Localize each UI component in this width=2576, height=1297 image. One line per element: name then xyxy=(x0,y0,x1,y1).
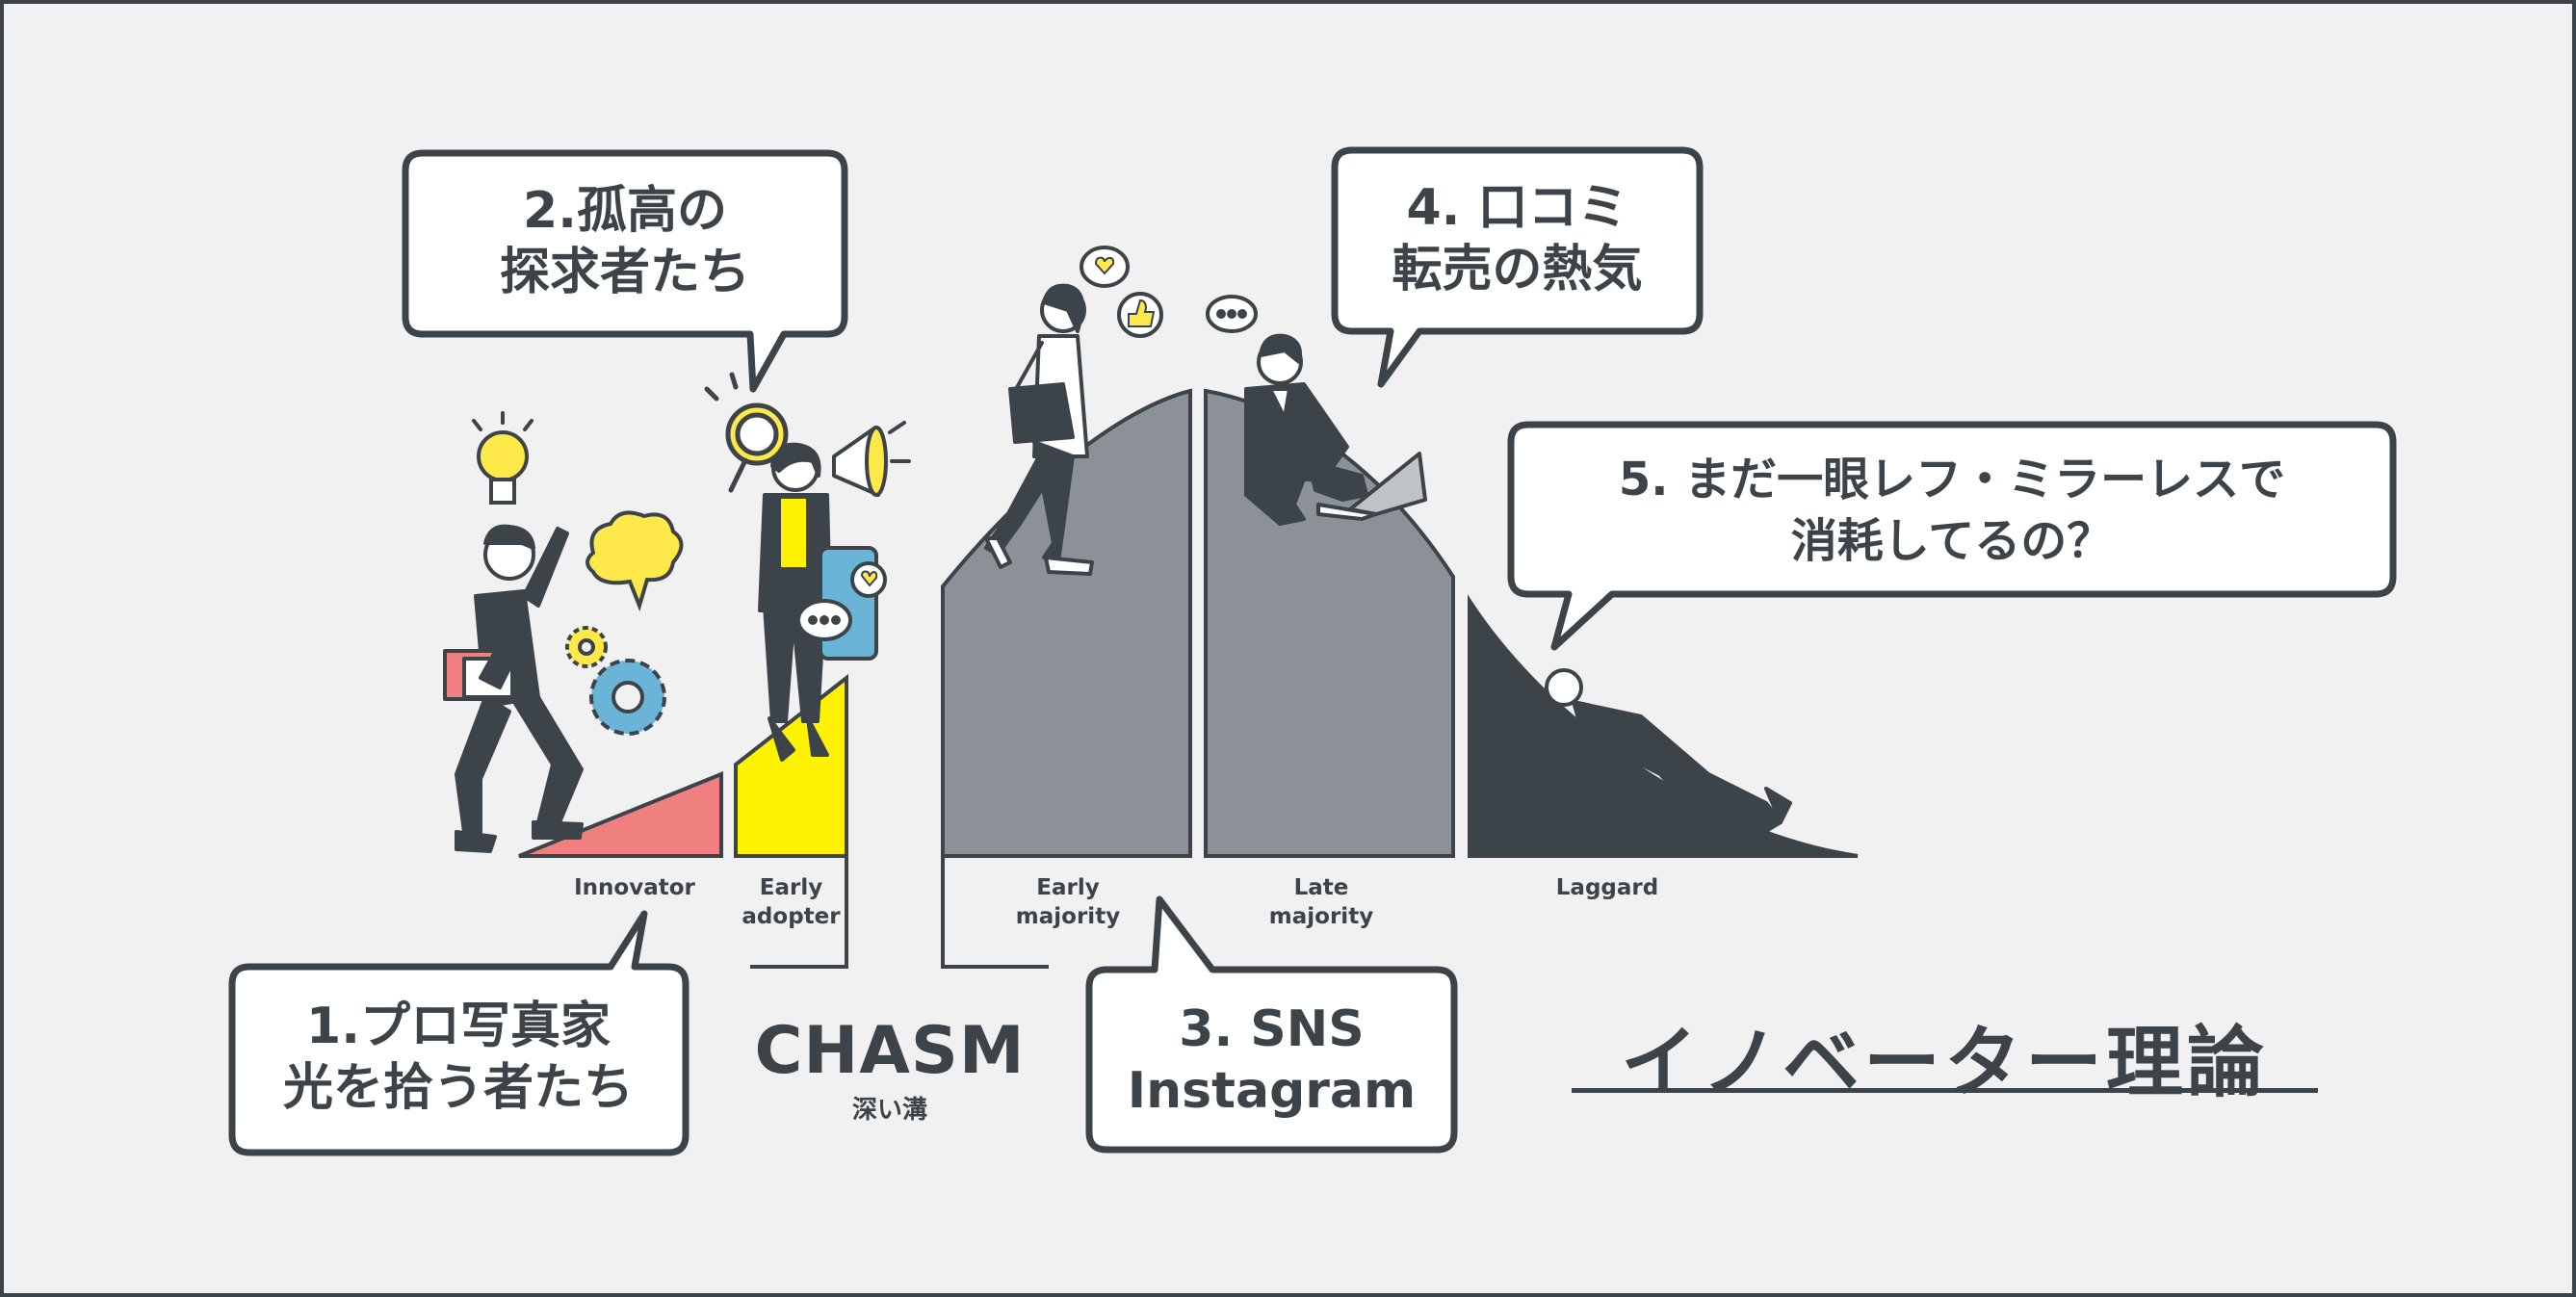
segment-early-adopter-label: Early adopter xyxy=(736,873,846,931)
bubble-4-shape xyxy=(1331,146,1704,388)
laggard-figure xyxy=(1545,668,1792,839)
bubble-4-text: 4. 口コミ 転売の熱気 xyxy=(1344,177,1690,300)
segment-early-majority-text-1: Early xyxy=(1036,875,1100,900)
bubble-4-line-1: 4. 口コミ xyxy=(1406,179,1628,237)
megaphone-icon xyxy=(832,421,911,497)
segment-early-adopter-shape xyxy=(734,673,848,858)
early-majority-figure xyxy=(984,283,1094,576)
bubble-1-text: 1.プロ写真家 光を拾う者たち xyxy=(242,996,675,1119)
heart-icon xyxy=(1080,246,1130,288)
page-title-underline xyxy=(1572,1088,2318,1093)
segment-late-majority-text-1: Late xyxy=(1293,875,1349,900)
page-title: イノベーター理論 xyxy=(1621,1018,2268,1107)
bubble-1-line-1: 1.プロ写真家 xyxy=(306,998,611,1055)
segment-innovator-text: Innovator xyxy=(574,875,695,900)
bubble-2-line-2: 探求者たち xyxy=(499,244,750,301)
bubble-5-line-2: 消耗してるの？ xyxy=(1790,514,2114,568)
bubble-4-line-2: 転売の熱気 xyxy=(1392,241,1643,298)
segment-innovator-label: Innovator xyxy=(558,873,712,902)
thumbs-up-icon xyxy=(1117,292,1163,338)
segment-late-majority-label: Late majority xyxy=(1249,873,1393,931)
bubble-5-shape xyxy=(1507,421,2397,651)
segment-early-majority-text-2: majority xyxy=(1015,904,1121,929)
diagram-artwork xyxy=(228,146,2397,1156)
lightbulb-icon xyxy=(472,411,533,505)
bubble-3-shape xyxy=(1085,895,1458,1154)
chat-dots-icon-2 xyxy=(1206,295,1258,333)
chasm-subtitle: 深い溝 xyxy=(851,1096,927,1125)
bubble-1-shape xyxy=(228,910,690,1156)
segment-early-adopter-text-1: Early xyxy=(759,875,823,900)
late-majority-figure xyxy=(1244,333,1368,526)
bubble-3-text: 3. SNS Instagram xyxy=(1099,999,1444,1122)
segment-laggard-label: Laggard xyxy=(1535,873,1679,902)
segment-laggard-shape xyxy=(1468,594,1859,858)
segment-late-majority-text-2: majority xyxy=(1268,904,1374,929)
bubble-3-line-1: 3. SNS xyxy=(1179,1000,1365,1058)
bubble-2-text: 2.孤高の 探求者たち xyxy=(415,180,835,303)
bubble-2-line-1: 2.孤高の xyxy=(523,182,727,240)
segment-early-adopter-text-2: adopter xyxy=(742,904,841,929)
laptop-icon xyxy=(1316,452,1427,521)
bubble-3-line-2: Instagram xyxy=(1127,1062,1417,1120)
chasm-title: CHASM xyxy=(754,1013,1026,1089)
segment-early-majority-label: Early majority xyxy=(996,873,1140,931)
brain-icon xyxy=(585,510,684,612)
innovator-figure xyxy=(443,524,584,853)
segment-laggard-text: Laggard xyxy=(1555,875,1659,900)
bubble-1-line-2: 光を拾う者たち xyxy=(282,1059,634,1117)
chat-dots-icon xyxy=(796,599,852,641)
bubble-5-text: 5. まだ一眼レフ・ミラーレスで 消耗してるの？ xyxy=(1521,449,2383,572)
bubble-2-shape xyxy=(402,149,848,393)
magnifier-icon xyxy=(704,372,789,493)
gear-icon xyxy=(565,626,666,736)
bubble-5-line-1: 5. まだ一眼レフ・ミラーレスで xyxy=(1618,453,2286,506)
